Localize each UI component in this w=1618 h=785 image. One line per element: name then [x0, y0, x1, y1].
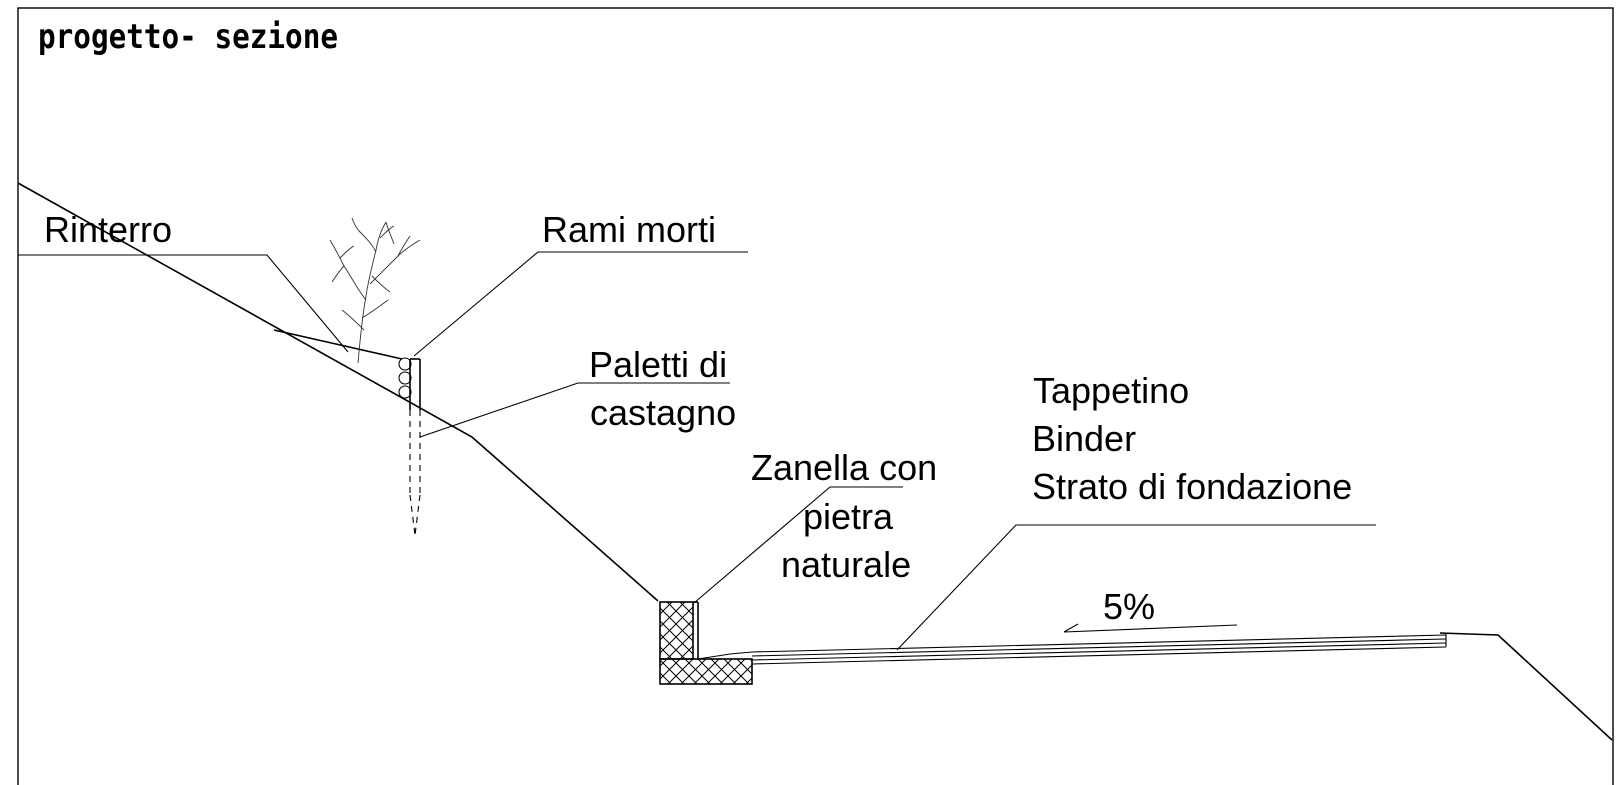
terrain-slope-upper [17, 182, 659, 602]
road-pavement-layers [697, 633, 1447, 665]
label-strato-fondazione: Strato di fondazione [1032, 466, 1352, 507]
leader-zanella [693, 486, 903, 604]
backfill-wedge [273, 329, 403, 360]
label-paletti-line2: castagno [590, 392, 736, 433]
chestnut-stakes [398, 357, 421, 536]
leader-rami-morti [413, 251, 748, 357]
drawing-title: progetto- sezione [38, 17, 338, 57]
drawing-frame [17, 7, 1614, 785]
terrain-slope-right [1439, 632, 1613, 741]
leader-pavement [896, 524, 1376, 651]
dead-branches [329, 217, 421, 364]
stone-gutter [659, 601, 753, 685]
label-rinterro: Rinterro [44, 209, 172, 250]
label-rami-morti: Rami morti [542, 209, 716, 250]
label-zanella-line3: naturale [781, 544, 911, 585]
leader-paletti [419, 382, 730, 438]
label-tappetino: Tappetino [1033, 370, 1189, 411]
label-slope-percent: 5% [1103, 586, 1155, 627]
label-zanella-line2: pietra [803, 496, 894, 537]
slope-arrow [1063, 623, 1238, 633]
label-paletti-line1: Paletti di [589, 344, 727, 385]
label-binder: Binder [1032, 418, 1136, 459]
leader-rinterro [18, 254, 349, 353]
label-zanella-line1: Zanella con [751, 447, 937, 488]
